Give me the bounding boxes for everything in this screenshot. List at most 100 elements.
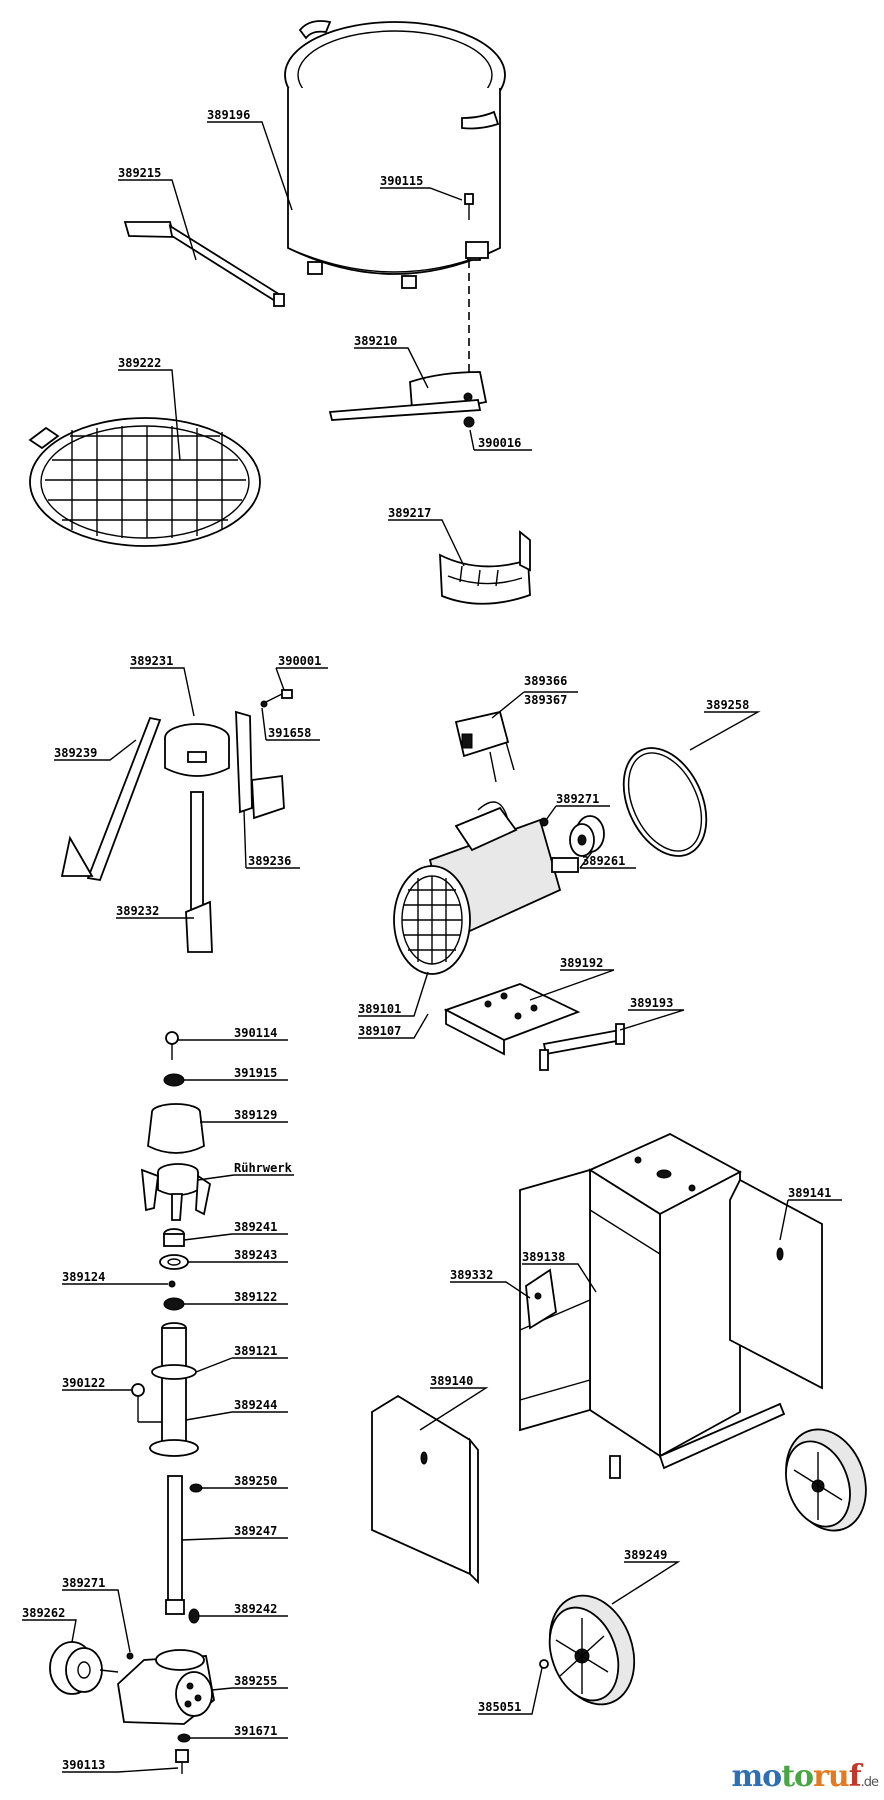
label-389236: 389236: [248, 854, 291, 868]
tilt-lever-389210: [328, 371, 488, 421]
side-panel-389141: [729, 1178, 823, 1390]
bearing-389122: [163, 1297, 185, 1311]
stirrer-ruehrwerk: [140, 1163, 212, 1221]
label-390122: 390122: [62, 1376, 105, 1390]
ring-389124: [168, 1280, 176, 1288]
drum-389196: [284, 20, 506, 289]
frame-389138: [519, 1132, 786, 1479]
label-391658: 391658: [268, 726, 311, 740]
label-ruehrwerk: Rührwerk: [234, 1161, 293, 1175]
label-389122: 389122: [234, 1290, 277, 1304]
label-389141: 389141: [788, 1186, 831, 1200]
grid-lines: [45, 426, 246, 538]
label-389250: 389250: [234, 1474, 277, 1488]
grid-cover-389222: [28, 417, 261, 547]
shaft-389247: [165, 1475, 185, 1615]
pin-389250: [189, 1483, 203, 1493]
label-390016: 390016: [478, 436, 521, 450]
arm-389236: [235, 710, 285, 820]
arm-389239: [60, 716, 162, 882]
pin-389242: [188, 1608, 200, 1624]
bracket-389193: [539, 1023, 625, 1071]
label-389262: 389262: [22, 1606, 65, 1620]
label-389332: 389332: [450, 1268, 493, 1282]
label-389215: 389215: [118, 166, 161, 180]
belt-389258: [622, 747, 708, 857]
nut-391915: [163, 1073, 185, 1087]
label-389217: 389217: [388, 506, 431, 520]
label-389244: 389244: [234, 1398, 277, 1412]
label-390113: 390113: [62, 1758, 105, 1772]
logo-part-4: f: [848, 1759, 862, 1794]
washer-391671: [177, 1733, 191, 1743]
cap-385051: [539, 1659, 549, 1669]
label-389243: 389243: [234, 1248, 277, 1262]
gearbox-389255: [117, 1649, 215, 1725]
bolt-390115: [464, 193, 474, 220]
wheel-rear: [785, 1428, 867, 1532]
nut-390016: [463, 416, 475, 428]
label-389261: 389261: [582, 854, 625, 868]
label-389196: 389196: [207, 108, 250, 122]
hub-389231: [164, 723, 230, 777]
label-389366: 389366: [524, 674, 567, 688]
label-389249: 389249: [624, 1548, 667, 1562]
label-390115: 390115: [380, 174, 423, 188]
label-385051: 385051: [478, 1700, 521, 1714]
seal-389243: [159, 1254, 189, 1270]
switch-389366: [454, 710, 515, 783]
label-389138: 389138: [522, 1250, 565, 1264]
label-389210: 389210: [354, 334, 397, 348]
label-390114: 390114: [234, 1026, 277, 1040]
label-389271-drive: 389271: [62, 1576, 105, 1590]
scraper-389217: [439, 530, 531, 605]
blade-389232: [185, 791, 213, 953]
label-389222: 389222: [118, 356, 161, 370]
pulley-389261: [569, 815, 605, 857]
label-389232: 389232: [116, 904, 159, 918]
bearing-389241: [163, 1228, 185, 1247]
motor-389101: [393, 801, 579, 975]
label-389192: 389192: [560, 956, 603, 970]
logo-tld: .de: [860, 1775, 879, 1790]
label-389121: 389121: [234, 1344, 277, 1358]
label-389242: 389242: [234, 1602, 277, 1616]
leader-lines: [22, 121, 842, 1773]
label-389129: 389129: [234, 1108, 277, 1122]
label-390001: 390001: [278, 654, 321, 668]
motor-plate-389192: [443, 983, 581, 1056]
label-389247: 389247: [234, 1524, 277, 1538]
label-389367: 389367: [524, 693, 567, 707]
hand-lever-389215: [123, 221, 285, 307]
washer-391658: [260, 700, 268, 708]
logo-part-3: ru: [813, 1759, 850, 1794]
logo-part-1: mo: [731, 1759, 782, 1794]
label-389241: 389241: [234, 1220, 277, 1234]
wheel-389249: [548, 1594, 636, 1706]
motoruf-logo: motoruf.de: [731, 1759, 879, 1794]
label-391671: 391671: [234, 1724, 277, 1738]
label-389101: 389101: [358, 1002, 401, 1016]
label-389271-motor: 389271: [556, 792, 599, 806]
bolt-390114: [165, 1031, 179, 1060]
label-389231: 389231: [130, 654, 173, 668]
label-391915: 391915: [234, 1066, 277, 1080]
label-389140: 389140: [430, 1374, 473, 1388]
side-panel-389140: [371, 1394, 479, 1585]
label-389258: 389258: [706, 698, 749, 712]
logo-part-2: to: [781, 1759, 814, 1794]
label-389255: 389255: [234, 1674, 277, 1688]
label-389239: 389239: [54, 746, 97, 760]
fan-grid: [402, 876, 462, 964]
screw-390001: [265, 689, 293, 703]
shaft-tube-389121: [149, 1322, 199, 1457]
cap-389129: [147, 1103, 205, 1154]
label-389107: 389107: [358, 1024, 401, 1038]
label-389193: 389193: [630, 996, 673, 1010]
screw-390122: [131, 1383, 162, 1423]
bolt-390113: [175, 1749, 189, 1774]
key-389271-b: [126, 1652, 134, 1660]
part-labels: 389196 389215 390115 389210 389222 39001…: [22, 108, 831, 1772]
pulley-389262: [49, 1641, 119, 1695]
